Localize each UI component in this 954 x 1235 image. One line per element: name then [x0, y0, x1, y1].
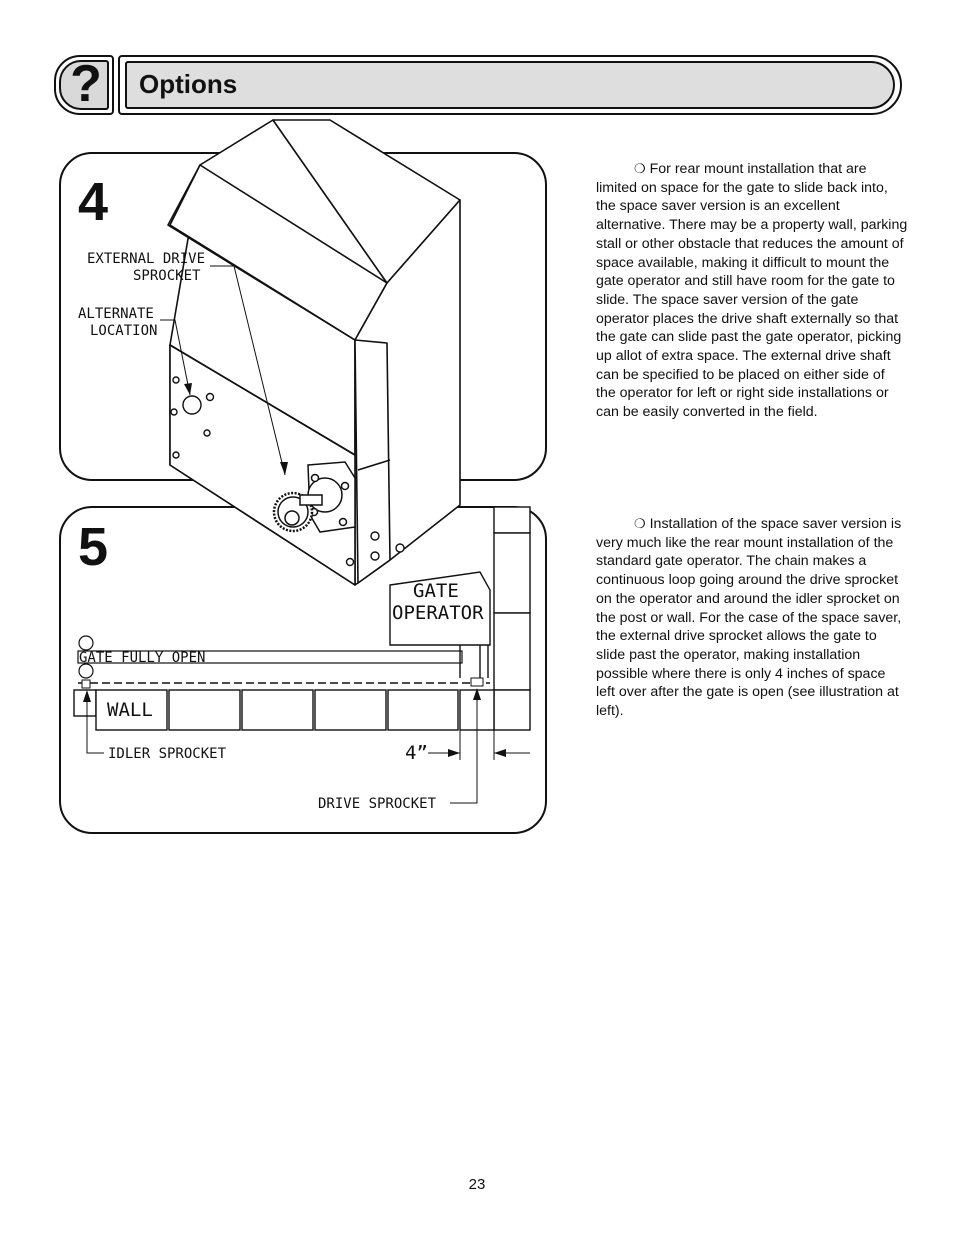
- label-wall: WALL: [107, 699, 153, 721]
- gate-panels: [73, 689, 495, 731]
- gate-operator-label-line2: OPERATOR: [392, 602, 484, 624]
- label-idler-sprocket: IDLER SPROCKET: [108, 746, 227, 762]
- paragraph-1-text: For rear mount installation that are lim…: [596, 161, 908, 421]
- leader-idler: [86, 694, 104, 754]
- mounting-holes: [170, 376, 405, 567]
- figure-4-number: 4: [78, 172, 108, 232]
- label-alternate-line1: ALTERNATE: [78, 306, 154, 322]
- question-mark-glyph: ?: [70, 55, 102, 113]
- label-external-drive-line2: SPROCKET: [133, 268, 201, 284]
- paragraph-installation: ❍ Installation of the space saver versio…: [596, 515, 908, 721]
- external-drive-sprocket: [272, 461, 356, 533]
- gate-open-rails: [77, 635, 463, 679]
- bullet-icon: ❍: [634, 161, 646, 176]
- label-drive-sprocket: DRIVE SPROCKET: [318, 796, 437, 812]
- gate-operator-label-line1: GATE: [413, 580, 459, 602]
- paragraph-2-text: Installation of the space saver version …: [596, 516, 902, 720]
- leader-drive: [450, 690, 478, 804]
- question-mark-icon: ?: [54, 55, 114, 115]
- label-gate-fully-open: GATE FULLY OPEN: [79, 650, 205, 666]
- gate-operator-plan: [389, 571, 491, 678]
- paragraph-rear-mount: ❍ For rear mount installation that are l…: [596, 160, 908, 422]
- post: [493, 506, 531, 731]
- leader-alternate: [160, 319, 191, 396]
- page-title: Options: [139, 69, 238, 99]
- figure-5-number: 5: [78, 517, 108, 577]
- label-alternate-line2: LOCATION: [90, 323, 157, 339]
- leader-external-drive: [210, 265, 286, 476]
- page-number: 23: [468, 1176, 486, 1193]
- figure-5-frame: [59, 506, 547, 834]
- label-external-drive-line1: EXTERNAL DRIVE: [87, 251, 205, 267]
- section-header: ? Options: [54, 55, 902, 115]
- title-bar: Options: [118, 55, 902, 115]
- label-dimension: 4”: [405, 742, 428, 764]
- bullet-icon: ❍: [634, 516, 646, 531]
